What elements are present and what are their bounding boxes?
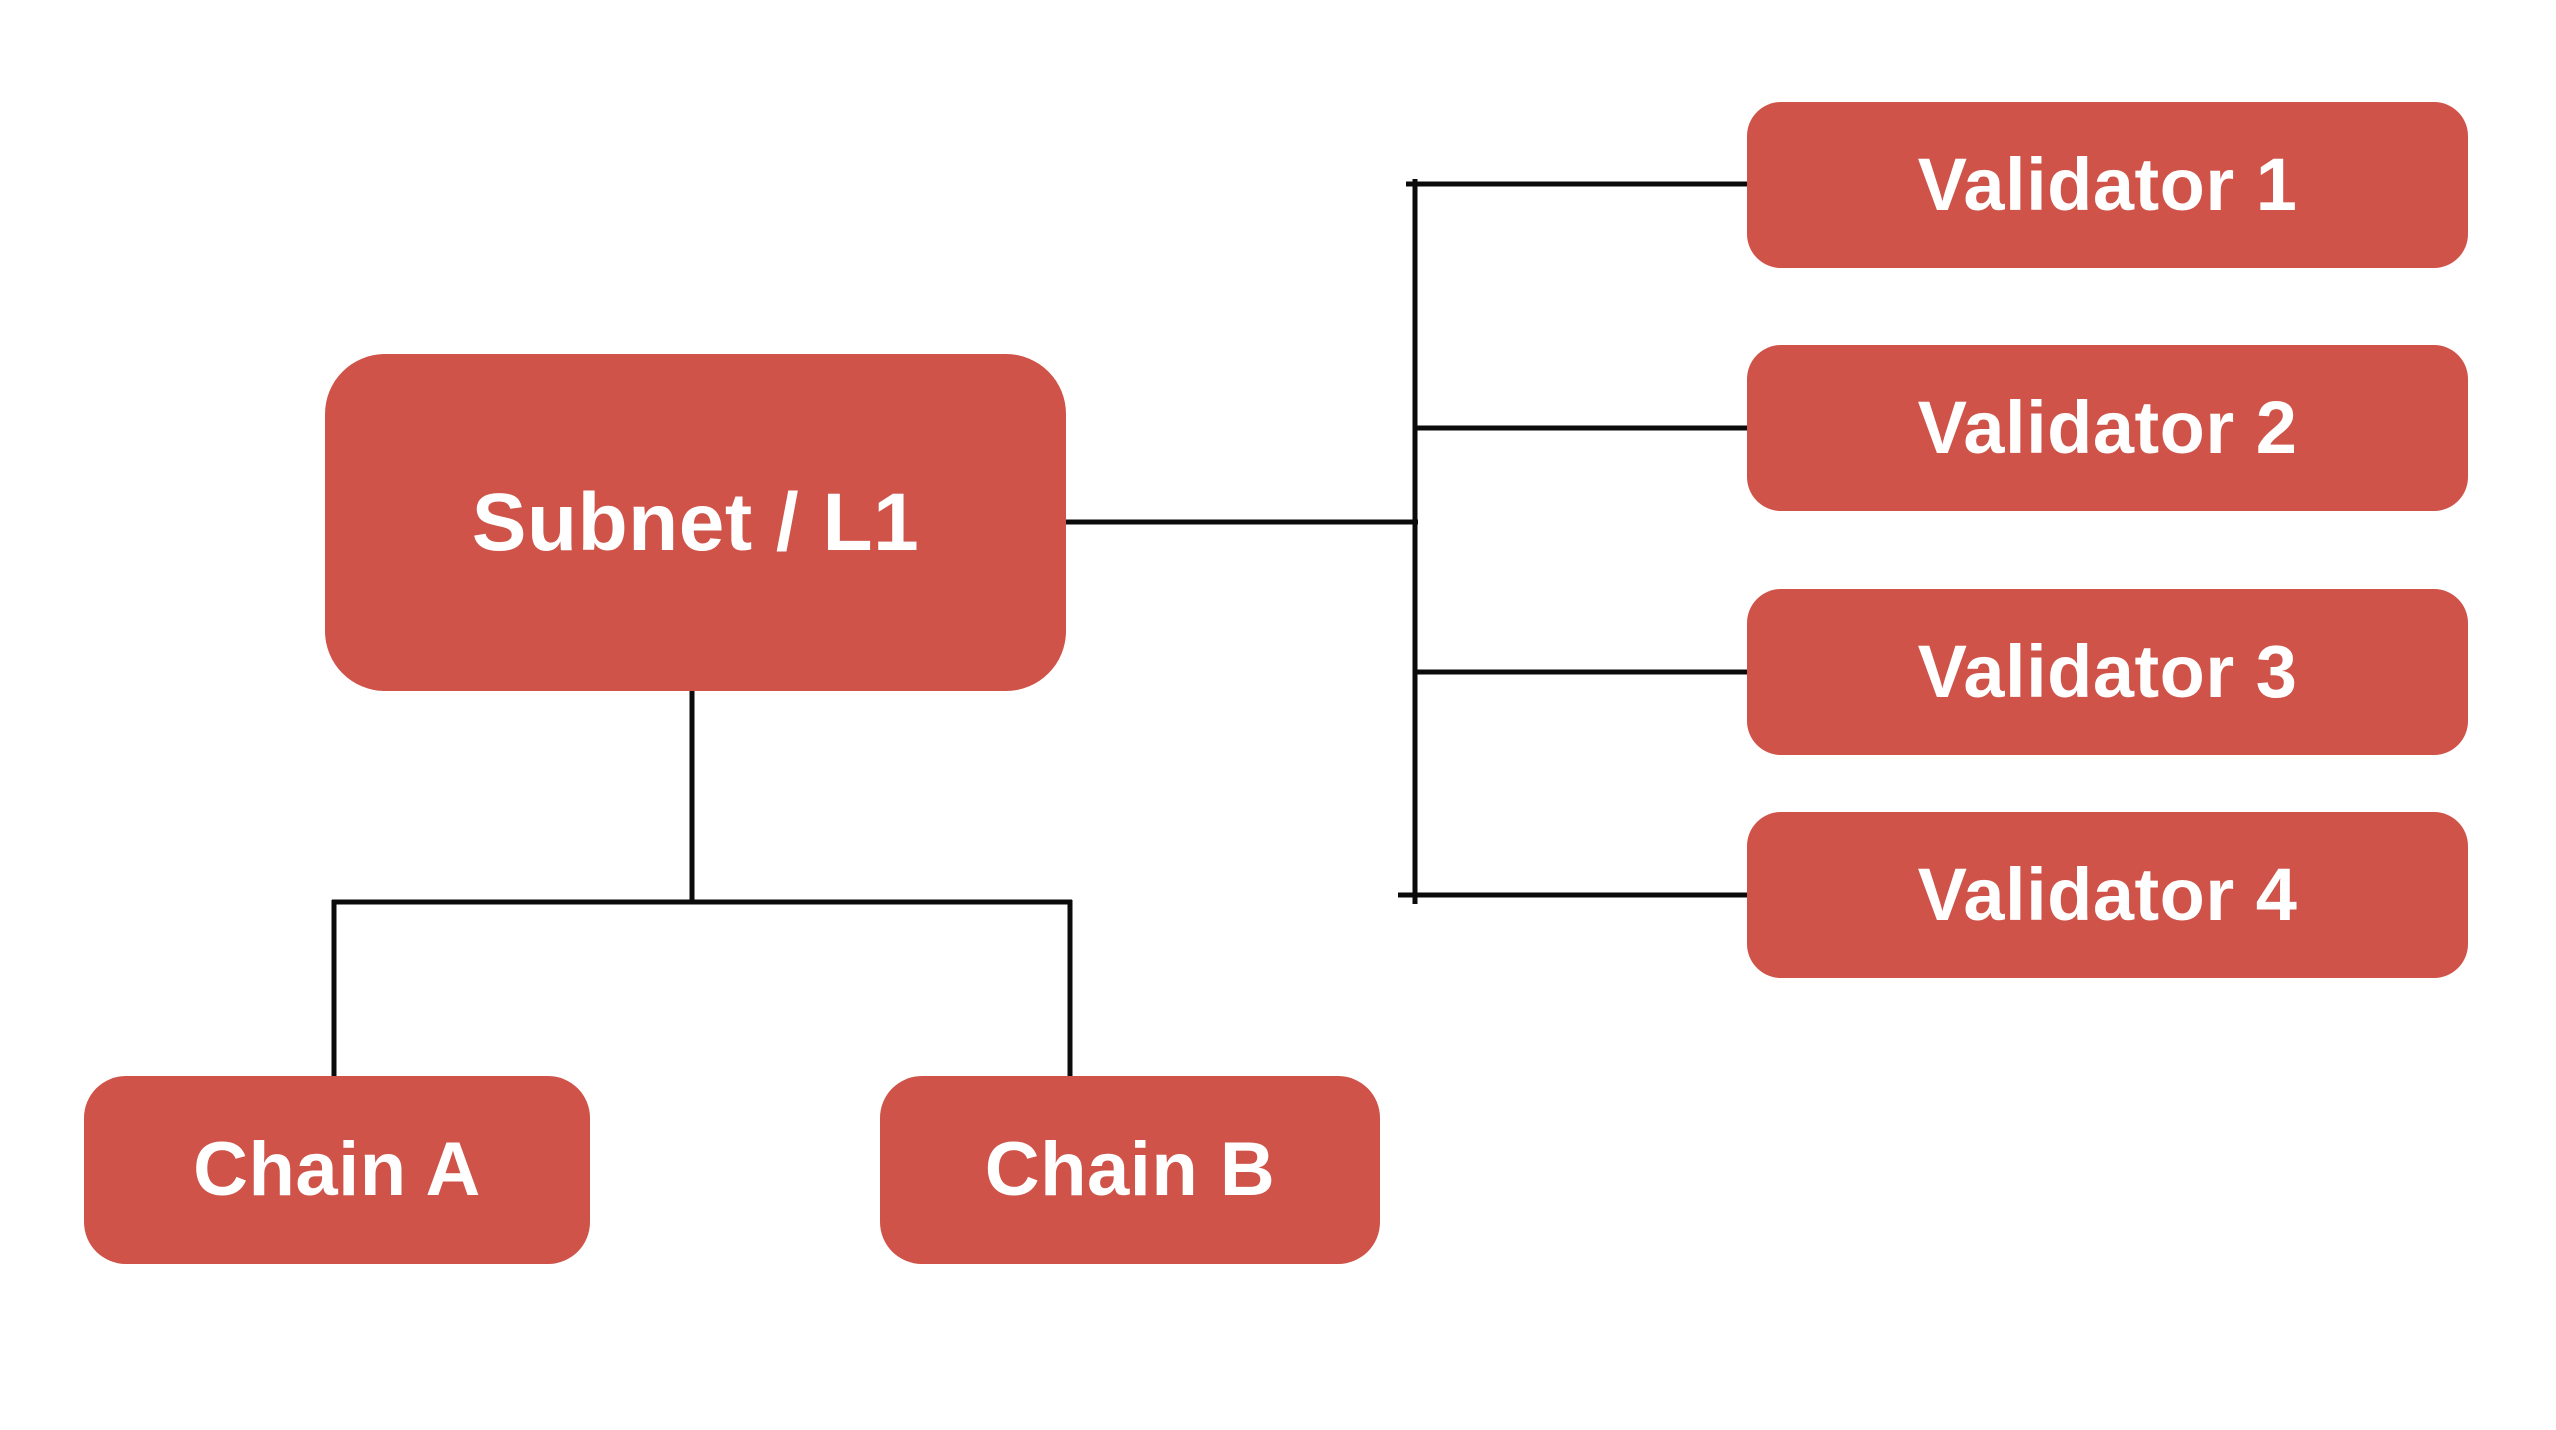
- node-chain-b-label: Chain B: [984, 1127, 1276, 1212]
- node-validator-3-label: Validator 3: [1917, 630, 2298, 713]
- node-validator-2: Validator 2: [1747, 345, 2468, 511]
- node-validator-2-label: Validator 2: [1917, 386, 2298, 469]
- node-validator-4: Validator 4: [1747, 812, 2468, 978]
- node-validator-1-label: Validator 1: [1917, 143, 2298, 226]
- node-subnet-l1: Subnet / L1: [325, 354, 1066, 691]
- node-subnet-l1-label: Subnet / L1: [471, 476, 920, 568]
- node-validator-4-label: Validator 4: [1917, 853, 2298, 936]
- node-validator-3: Validator 3: [1747, 589, 2468, 755]
- node-chain-a: Chain A: [84, 1076, 590, 1264]
- node-chain-b: Chain B: [880, 1076, 1380, 1264]
- node-validator-1: Validator 1: [1747, 102, 2468, 268]
- node-chain-a-label: Chain A: [193, 1127, 481, 1212]
